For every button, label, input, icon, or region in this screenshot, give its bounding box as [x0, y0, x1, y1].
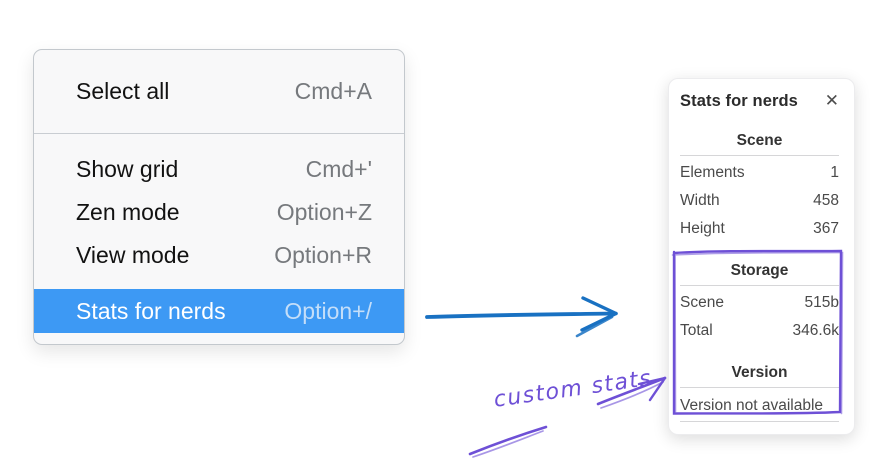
menu-item-label: View mode — [76, 242, 190, 268]
stat-value: 367 — [813, 220, 839, 237]
stat-label: Scene — [680, 294, 724, 311]
menu-item-label: Select all — [76, 78, 170, 104]
stat-row-elements: Elements 1 — [680, 159, 839, 187]
menu-item-select-all[interactable]: Select all Cmd+A — [34, 50, 404, 133]
stat-label: Elements — [680, 164, 745, 181]
context-menu-top-group: Select all Cmd+A — [34, 50, 404, 133]
stat-row-scene-storage: Scene 515b — [680, 289, 839, 317]
stat-label: Height — [680, 220, 725, 237]
stats-panel-header: Stats for nerds ✕ — [680, 92, 839, 111]
section-heading-storage: Storage — [680, 258, 839, 286]
stat-value: 1 — [830, 164, 839, 181]
stat-row-width: Width 458 — [680, 187, 839, 215]
menu-item-stats-for-nerds[interactable]: Stats for nerds Option+/ — [34, 289, 404, 333]
section-heading-version: Version — [680, 360, 839, 388]
menu-item-label: Zen mode — [76, 199, 180, 225]
menu-item-shortcut: Option+/ — [284, 297, 372, 324]
blue-arrow — [425, 296, 618, 338]
stat-value: 346.6k — [792, 322, 839, 339]
menu-item-shortcut: Option+Z — [276, 199, 372, 225]
menu-item-zen-mode[interactable]: Zen mode Option+Z — [34, 191, 404, 234]
stat-label: Width — [680, 192, 720, 209]
menu-item-show-grid[interactable]: Show grid Cmd+' — [34, 148, 404, 191]
context-menu: Select all Cmd+A Show grid Cmd+' Zen mod… — [33, 49, 405, 345]
stats-panel: Stats for nerds ✕ Scene Elements 1 Width… — [668, 78, 855, 435]
menu-item-label: Stats for nerds — [76, 297, 226, 324]
stat-value: 458 — [813, 192, 839, 209]
stat-value: 515b — [804, 294, 839, 311]
menu-item-shortcut: Cmd+A — [294, 78, 372, 104]
section-heading-scene: Scene — [680, 128, 839, 156]
custom-stats-label: custom stats — [492, 365, 654, 413]
stat-label: Total — [680, 322, 713, 339]
menu-item-shortcut: Cmd+' — [305, 156, 372, 182]
menu-divider — [34, 133, 404, 134]
menu-item-label: Show grid — [76, 156, 179, 182]
stats-panel-title: Stats for nerds — [680, 92, 798, 110]
menu-item-view-mode[interactable]: View mode Option+R — [34, 234, 404, 277]
version-note: Version not available — [680, 391, 839, 422]
menu-item-shortcut: Option+R — [274, 242, 372, 268]
stat-row-total-storage: Total 346.6k — [680, 317, 839, 345]
context-menu-bottom-group: Show grid Cmd+' Zen mode Option+Z View m… — [34, 134, 404, 333]
stat-row-height: Height 367 — [680, 215, 839, 243]
close-icon[interactable]: ✕ — [824, 91, 839, 111]
